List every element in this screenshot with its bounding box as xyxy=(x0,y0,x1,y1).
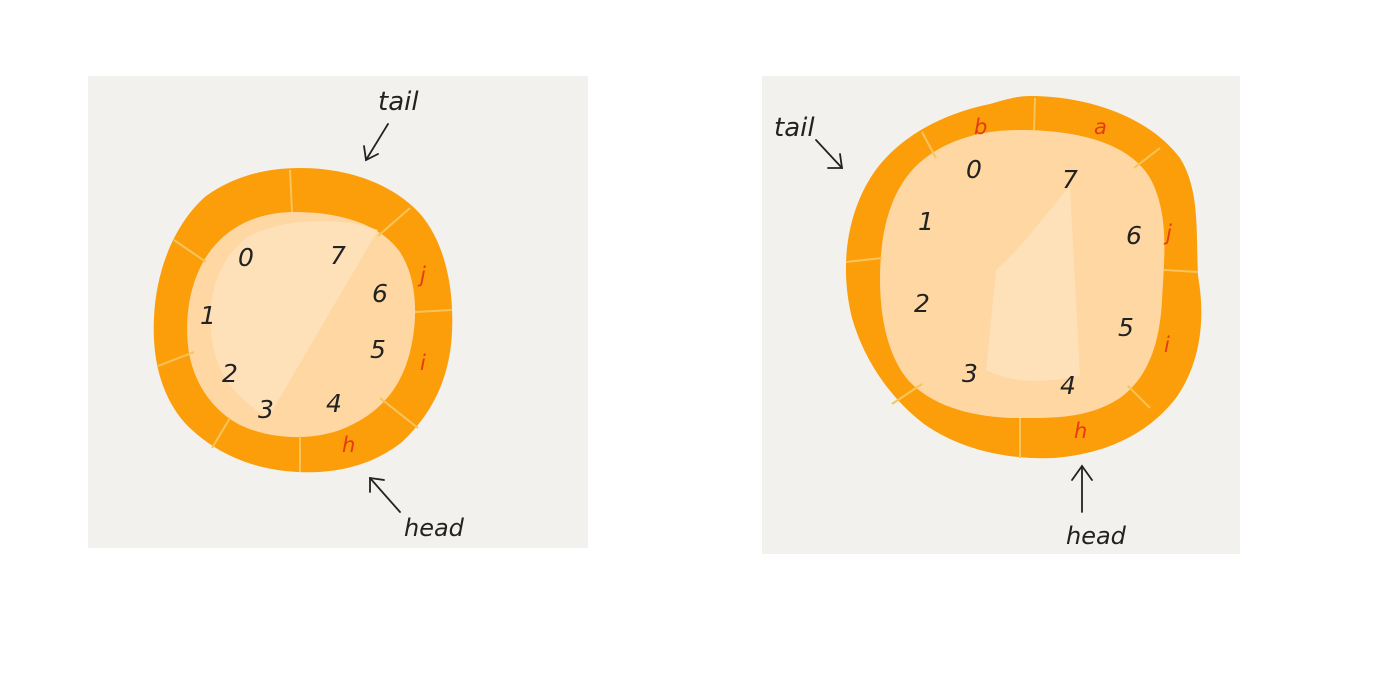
head-label: head xyxy=(404,514,465,542)
head-label: head xyxy=(1066,522,1127,550)
slot-index: 0 xyxy=(966,155,982,184)
tail-label: tail xyxy=(774,113,815,143)
slot-index: 7 xyxy=(330,241,346,270)
head-arrow-icon xyxy=(369,476,401,513)
element-a: a xyxy=(1094,115,1107,139)
slot-index: 7 xyxy=(1062,165,1078,194)
left-ring-dividers xyxy=(157,169,453,472)
left-tail-pointer: tail xyxy=(363,87,419,162)
left-ring-buffer: 0 1 2 3 4 5 6 7 j i h tail head xyxy=(153,87,465,542)
slot-index: 6 xyxy=(372,279,388,308)
right-slot-elements: b a j i h xyxy=(974,115,1172,443)
slot-index: 1 xyxy=(918,207,934,236)
right-ring-dividers xyxy=(845,97,1199,458)
right-head-pointer: head xyxy=(1066,464,1127,550)
slot-index: 2 xyxy=(222,359,238,388)
element-j: j xyxy=(1163,221,1172,245)
slot-index: 6 xyxy=(1126,221,1142,250)
tail-label: tail xyxy=(378,87,419,117)
left-head-pointer: head xyxy=(369,476,465,542)
right-slot-indices: 0 1 2 3 4 5 6 7 xyxy=(914,155,1142,400)
slot-index: 0 xyxy=(238,243,254,272)
slot-index: 3 xyxy=(258,395,274,424)
right-tail-pointer: tail xyxy=(774,113,844,169)
element-i: i xyxy=(420,351,426,375)
slot-index: 2 xyxy=(914,289,930,318)
element-i: i xyxy=(1164,333,1170,357)
slot-index: 4 xyxy=(326,389,342,418)
slot-index: 1 xyxy=(200,301,216,330)
element-h: h xyxy=(342,433,355,457)
tail-arrow-icon xyxy=(363,123,389,162)
left-slot-indices: 0 1 2 3 4 5 6 7 xyxy=(200,241,388,424)
slot-index: 3 xyxy=(962,359,978,388)
slot-index: 4 xyxy=(1060,371,1076,400)
tail-arrow-icon xyxy=(815,139,844,169)
element-h: h xyxy=(1074,419,1087,443)
right-ring-buffer: 0 1 2 3 4 5 6 7 b a j i h tail xyxy=(774,96,1202,550)
right-inner-sweep xyxy=(986,186,1080,381)
slot-index: 5 xyxy=(370,335,386,364)
left-slot-elements: j i h xyxy=(342,263,426,457)
slot-index: 5 xyxy=(1118,313,1134,342)
head-arrow-icon xyxy=(1071,464,1093,513)
left-inner-sweep xyxy=(210,220,378,418)
element-b: b xyxy=(974,115,987,139)
element-j: j xyxy=(417,263,426,287)
